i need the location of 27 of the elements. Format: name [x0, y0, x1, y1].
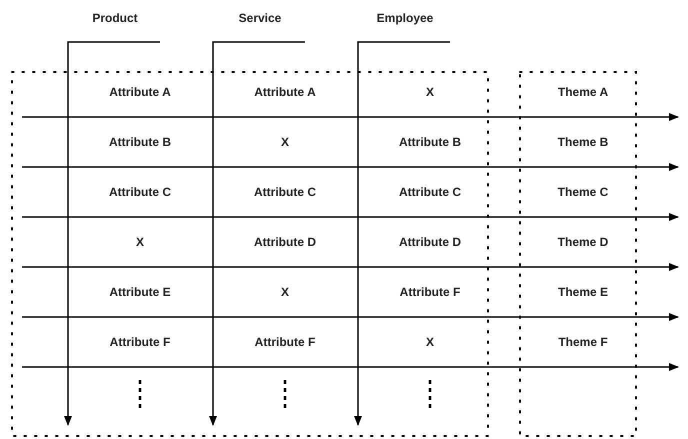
- attribute-label: Attribute C: [254, 185, 316, 199]
- attribute-label: X: [136, 235, 144, 249]
- attribute-label: X: [426, 335, 434, 349]
- theme-label: Theme D: [558, 235, 608, 249]
- attribute-label: X: [426, 85, 434, 99]
- attribute-label: Attribute C: [399, 185, 461, 199]
- attribute-label: Attribute D: [254, 235, 316, 249]
- attribute-label: Attribute F: [110, 335, 170, 349]
- attribute-label: Attribute C: [109, 185, 171, 199]
- column-heading: Product: [92, 11, 138, 25]
- attribute-label: Attribute F: [254, 335, 316, 349]
- attribute-label: Attribute A: [254, 85, 316, 99]
- theme-label: Theme C: [558, 185, 608, 199]
- attribute-label: Attribute B: [399, 135, 461, 149]
- attribute-label: X: [281, 135, 289, 149]
- theme-label: Theme F: [558, 335, 608, 349]
- attribute-label: Attribute B: [109, 135, 171, 149]
- theme-label: Theme E: [558, 285, 608, 299]
- theme-label: Theme B: [558, 135, 608, 149]
- column-heading: Service: [238, 11, 282, 25]
- attribute-label: X: [281, 285, 289, 299]
- attribute-label: Attribute D: [399, 235, 461, 249]
- attribute-label: Attribute E: [109, 285, 171, 299]
- column-heading: Employee: [376, 11, 434, 25]
- attribute-label: Attribute F: [400, 285, 460, 299]
- attribute-label: Attribute A: [109, 85, 171, 99]
- theme-label: Theme A: [558, 85, 608, 99]
